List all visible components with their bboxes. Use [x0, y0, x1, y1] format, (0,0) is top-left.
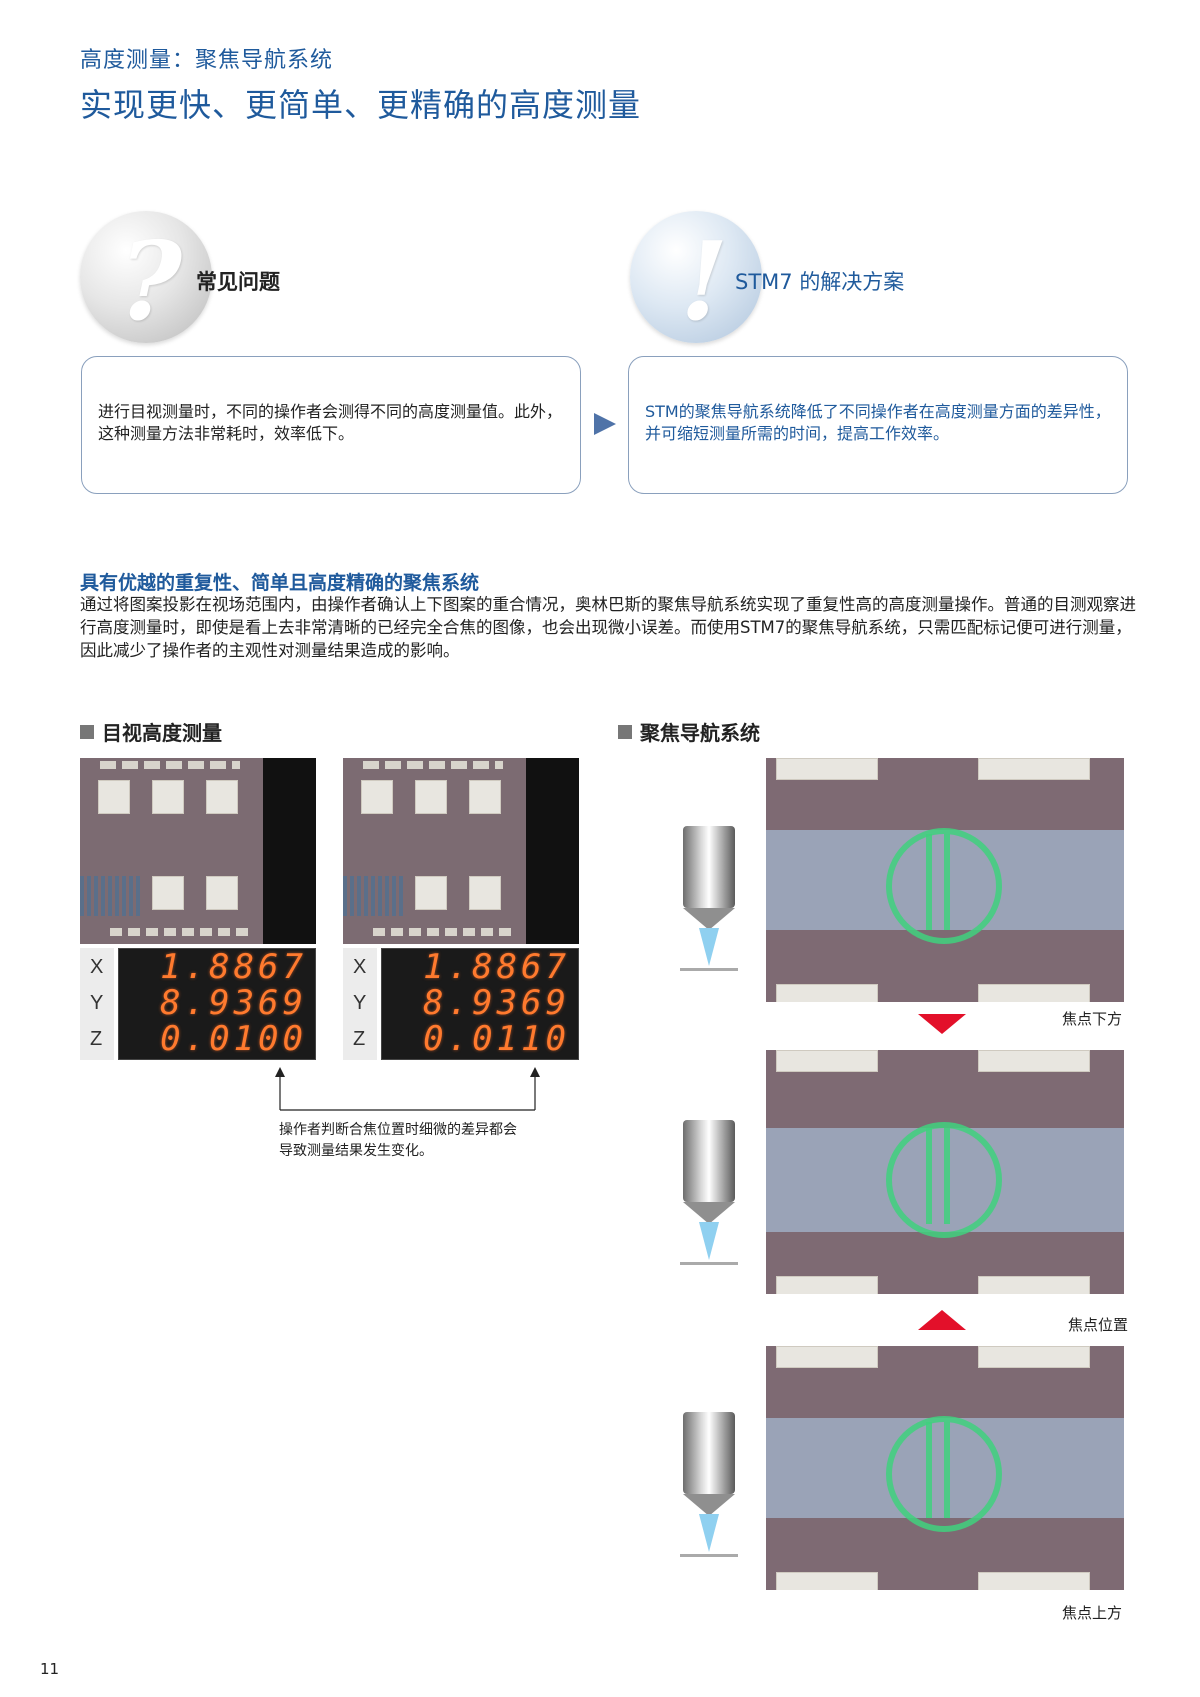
exclamation-icon: !	[666, 219, 741, 345]
readout-panel-2: X Y Z 1.8867 8.9369 0.0110	[343, 947, 579, 1060]
microscope-image-2	[343, 758, 579, 944]
readout-panel-1: X Y Z 1.8867 8.9369 0.0100	[80, 947, 316, 1060]
solution-box: STM的聚焦导航系统降低了不同操作者在高度测量方面的差异性，并可缩短测量所需的时…	[628, 356, 1128, 494]
problem-label: 常见问题	[196, 270, 280, 294]
axis-y-label: Y	[353, 992, 367, 1014]
readout-y-value: 8.9369	[160, 983, 307, 1023]
axis-x-label: X	[90, 956, 104, 978]
triangle-up-icon	[918, 1310, 966, 1330]
visual-note: 操作者判断合焦位置时细微的差异都会 导致测量结果发生变化。	[279, 1122, 517, 1159]
axis-y-label: Y	[90, 992, 104, 1014]
solution-bubble: !	[630, 211, 762, 345]
readout-x-value: 1.8867	[423, 947, 570, 987]
objective-lens-icon	[680, 1412, 738, 1557]
readout-z-value: 0.0110	[423, 1019, 570, 1059]
readout-y-value: 8.9369	[423, 983, 570, 1023]
focus-nav-label: 聚焦导航系统	[618, 717, 760, 746]
solution-text: STM的聚焦导航系统降低了不同操作者在高度测量方面的差异性，并可缩短测量所需的时…	[645, 402, 1111, 443]
feature-paragraph: 通过将图案投影在视场范围内，由操作者确认上下图案的重合情况，奥林巴斯的聚焦导航系…	[80, 595, 1136, 660]
bracket-arrows	[275, 1067, 540, 1111]
focus-image-above	[766, 1346, 1124, 1590]
axis-x-label: X	[353, 956, 367, 978]
objective-lens-icon	[680, 826, 738, 971]
question-icon: ?	[104, 219, 195, 345]
feature-heading: 具有优越的重复性、简单且高度精确的聚焦系统	[80, 572, 480, 594]
page-subtitle: 高度测量：聚焦导航系统	[80, 48, 334, 73]
problem-bubble: ?	[80, 211, 212, 345]
arrow-right-icon	[594, 413, 616, 435]
caption-above-focus: 焦点上方	[1062, 1604, 1123, 1622]
caption-focus-position: 焦点位置	[1068, 1316, 1129, 1334]
focus-image-position	[766, 1050, 1124, 1294]
page-number: 11	[40, 1660, 60, 1678]
problem-box: 进行目视测量时，不同的操作者会测得不同的高度测量值。此外，这种测量方法非常耗时，…	[81, 356, 581, 494]
page-title: 实现更快、更简单、更精确的高度测量	[80, 86, 642, 124]
microscope-image-1	[80, 758, 316, 944]
focus-image-below	[766, 758, 1124, 1002]
visual-measure-label: 目视高度测量	[80, 717, 222, 746]
readout-x-value: 1.8867	[160, 947, 307, 987]
square-bullet-icon	[618, 725, 632, 739]
problem-text: 进行目视测量时，不同的操作者会测得不同的高度测量值。此外，这种测量方法非常耗时，…	[98, 402, 563, 443]
objective-lens-icon	[680, 1120, 738, 1265]
solution-label: STM7 的解决方案	[735, 270, 905, 294]
caption-below-focus: 焦点下方	[1062, 1010, 1123, 1028]
triangle-down-icon	[918, 1014, 966, 1034]
square-bullet-icon	[80, 725, 94, 739]
readout-z-value: 0.0100	[160, 1019, 307, 1059]
axis-z-label: Z	[90, 1028, 103, 1050]
axis-z-label: Z	[353, 1028, 366, 1050]
